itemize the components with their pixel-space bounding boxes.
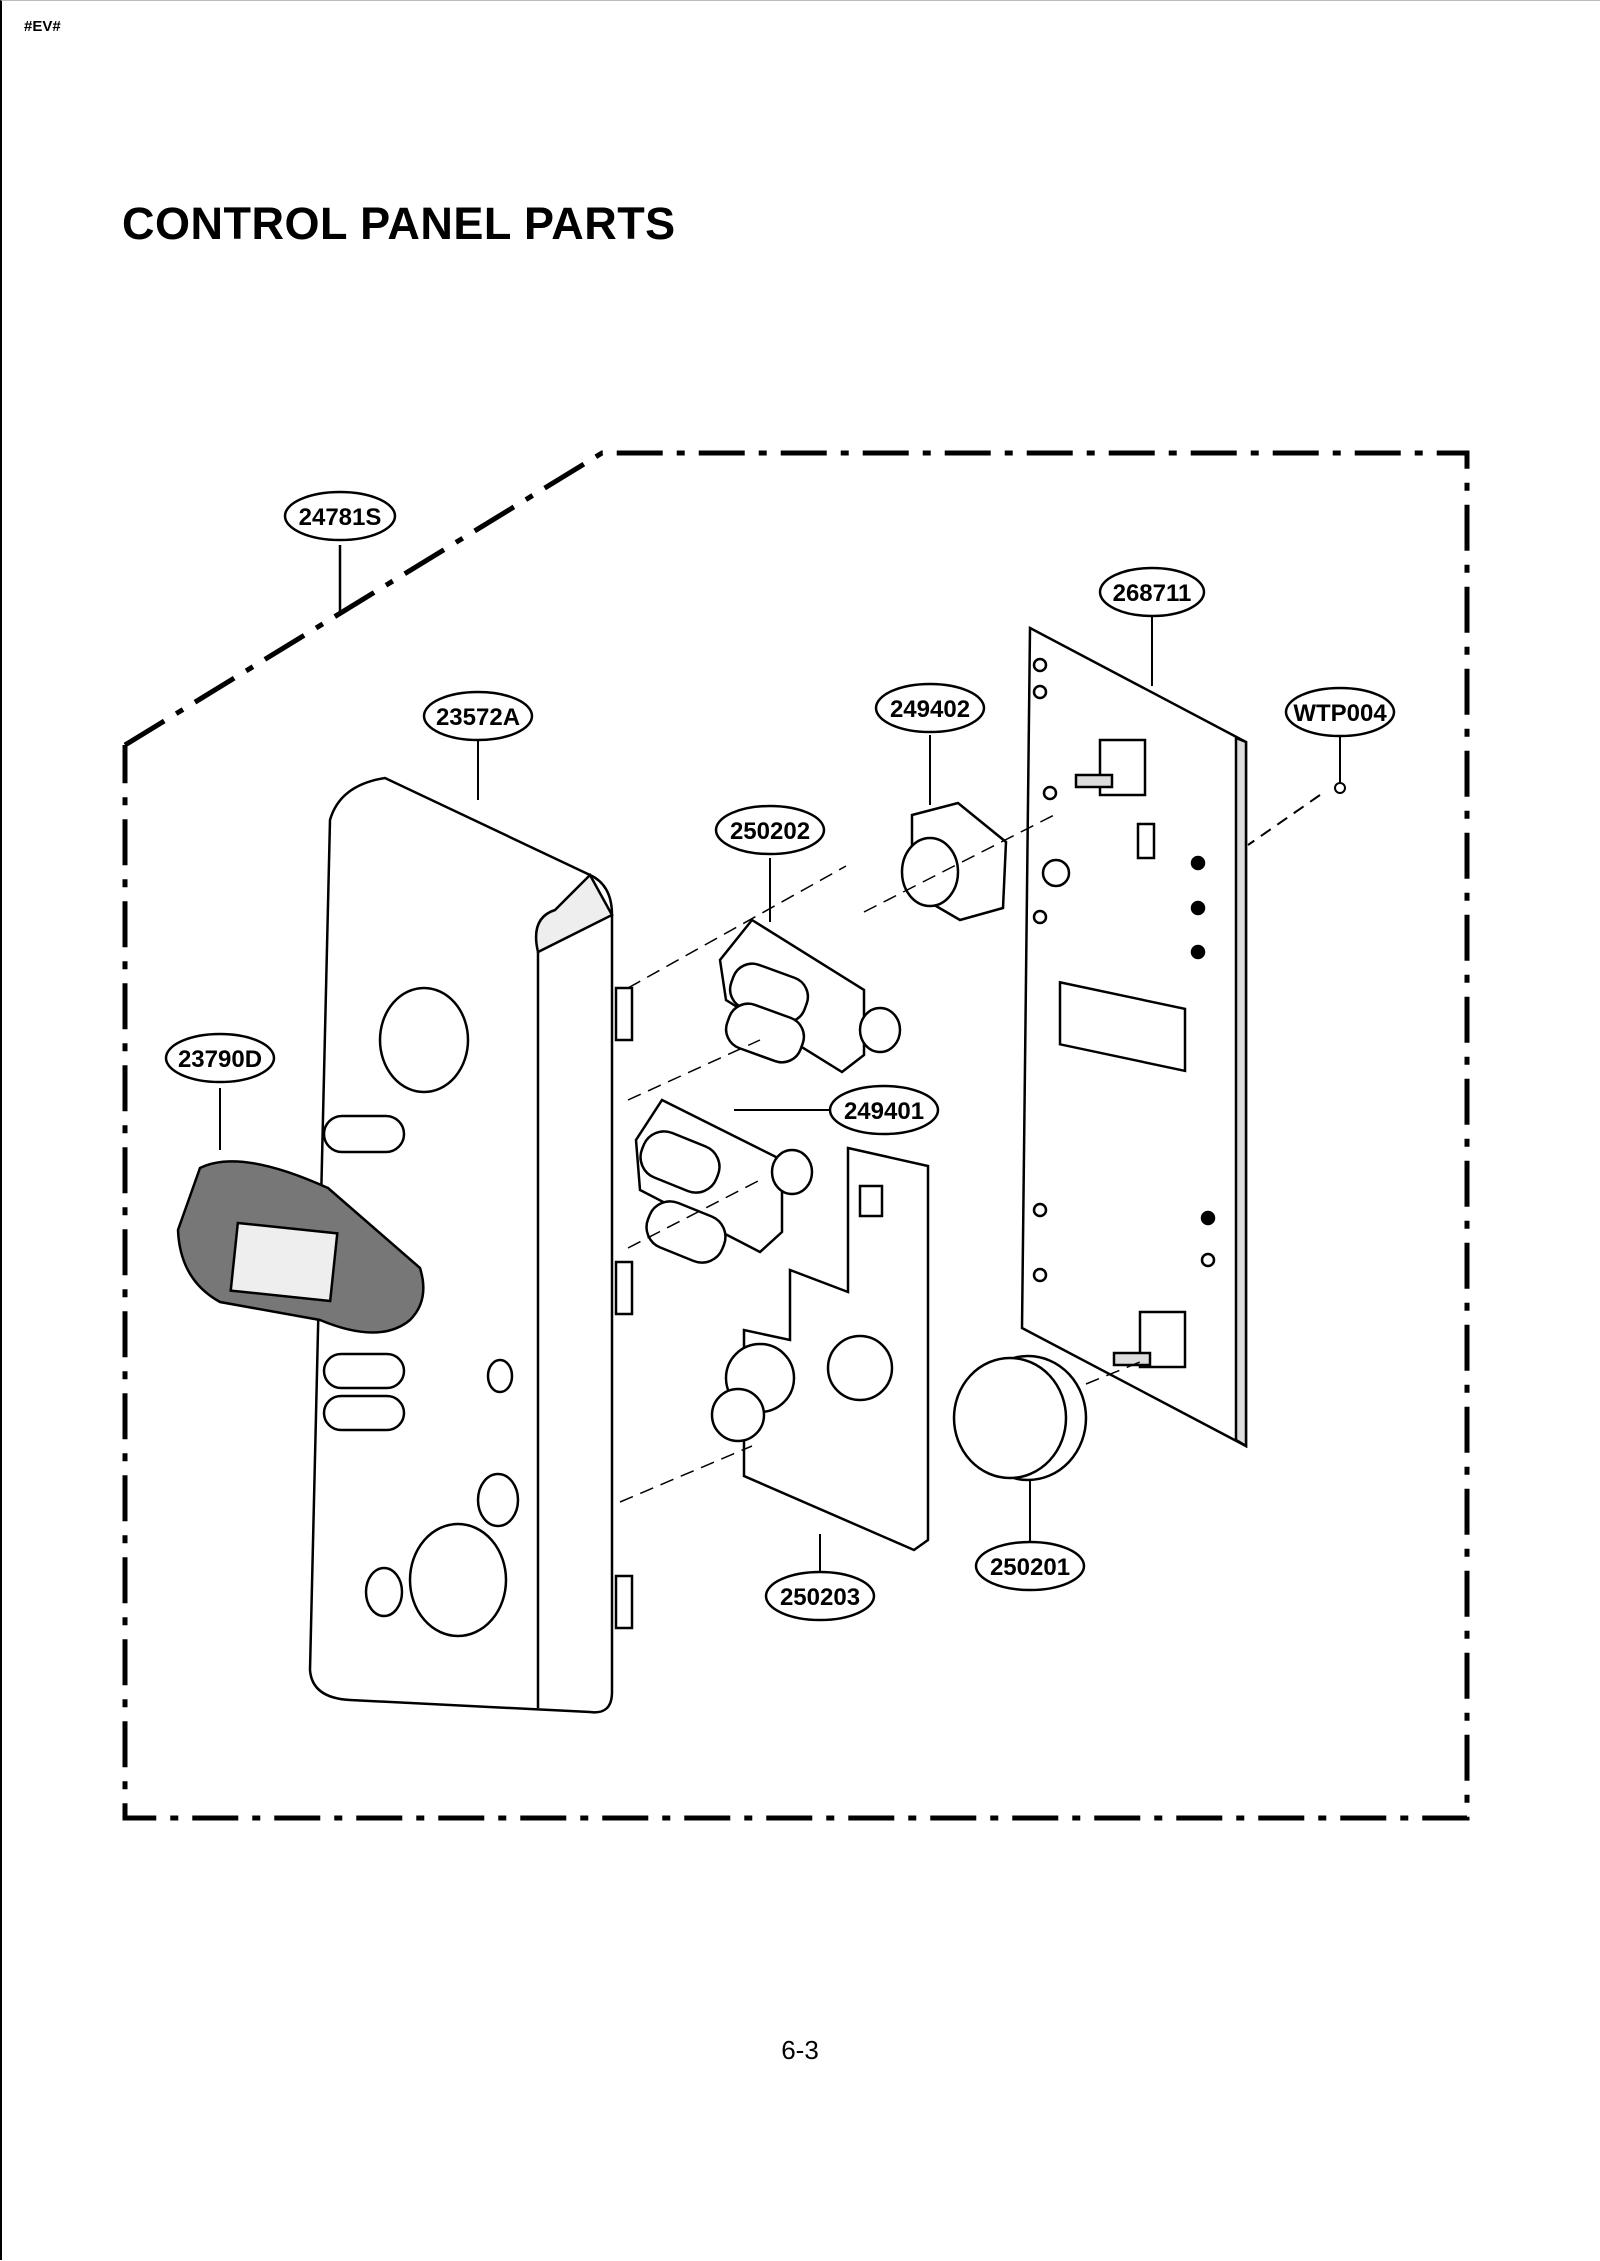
callout-label: 249401 [844,1098,924,1125]
callout-wtp004: WTP004 [1284,686,1396,738]
front-panel [308,715,847,1714]
knob-upper [863,735,1061,922]
callout-250201: 250201 [974,1540,1086,1592]
lever-upper [718,858,902,1074]
callout-label: 23572A [436,704,520,731]
callout-label: 23790D [178,1046,262,1073]
callout-label: 250203 [780,1584,860,1611]
callout-label: 250201 [990,1554,1070,1581]
callout-250203: 250203 [764,1570,876,1622]
header-code: #EV# [24,18,61,35]
callout-label: WTP004 [1293,700,1387,727]
knob-lower [952,1354,1141,1545]
lever-lower [634,1098,830,1264]
callout-268711: 268711 [1098,566,1206,618]
screw-part [1247,736,1346,846]
door-button [176,1088,425,1334]
callout-label: 250202 [730,818,810,845]
callout-label: 24781S [299,504,382,531]
page-title: CONTROL PANEL PARTS [122,198,676,249]
page-number: 6-3 [781,2035,819,2065]
pcb-board [1020,625,1248,1449]
callout-label: 268711 [1113,580,1192,607]
callout-250202: 250202 [714,804,826,856]
callout-23790d: 23790D [164,1032,276,1084]
callout-label: 249402 [890,696,970,723]
callout-23572a: 23572A [422,690,534,742]
bracket [619,1146,930,1575]
callout-249401: 249401 [828,1084,940,1136]
callout-249402: 249402 [874,682,986,734]
callout-24781s: 24781S [283,490,397,542]
